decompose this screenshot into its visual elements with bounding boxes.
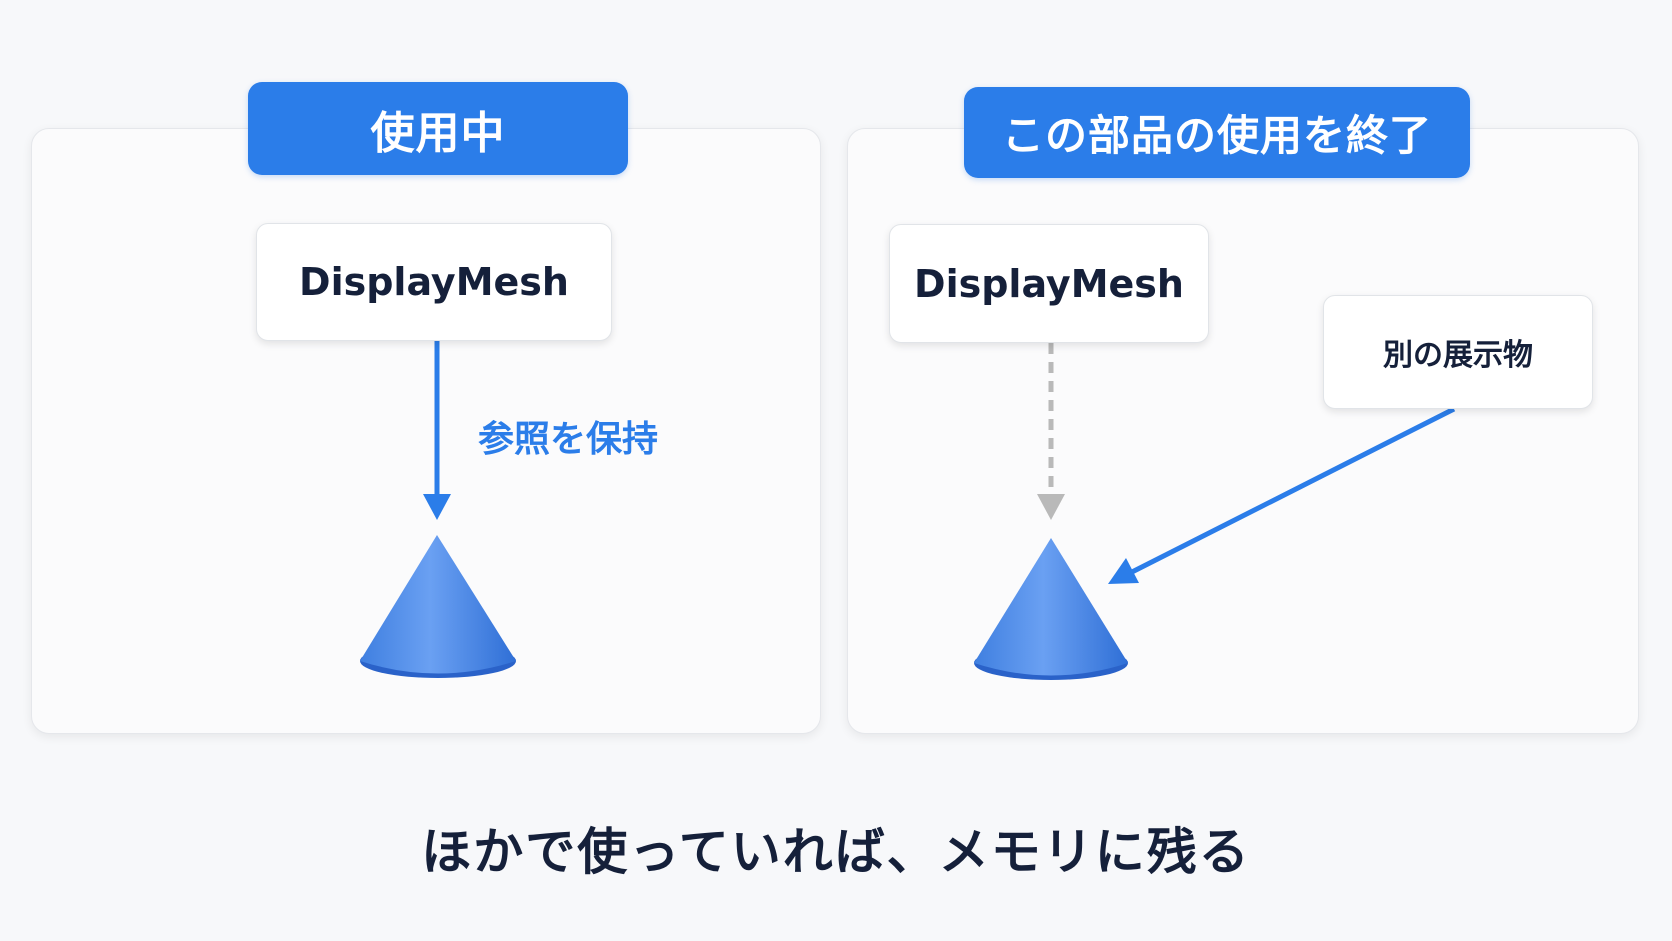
other-exhibit-label: 別の展示物 [1383, 338, 1533, 373]
display-mesh-label-left: DisplayMesh [299, 260, 569, 304]
hold-reference-arrow [423, 341, 451, 520]
in-use-badge: 使用中 [248, 82, 628, 175]
bottom-caption: ほかで使っていれば、メモリに残る [421, 823, 1251, 881]
hold-reference-label: 参照を保持 [478, 419, 659, 460]
released-reference-arrow [1037, 343, 1065, 520]
display-mesh-node-right: DisplayMesh [889, 224, 1209, 343]
cone-shape-right [974, 538, 1128, 680]
other-exhibit-node: 別の展示物 [1323, 295, 1593, 409]
other-reference-arrow [1108, 406, 1456, 584]
end-use-badge: この部品の使用を終了 [964, 87, 1470, 178]
display-mesh-node-left: DisplayMesh [256, 223, 612, 341]
display-mesh-label-right: DisplayMesh [914, 261, 1184, 306]
cone-shape-left [360, 535, 516, 678]
